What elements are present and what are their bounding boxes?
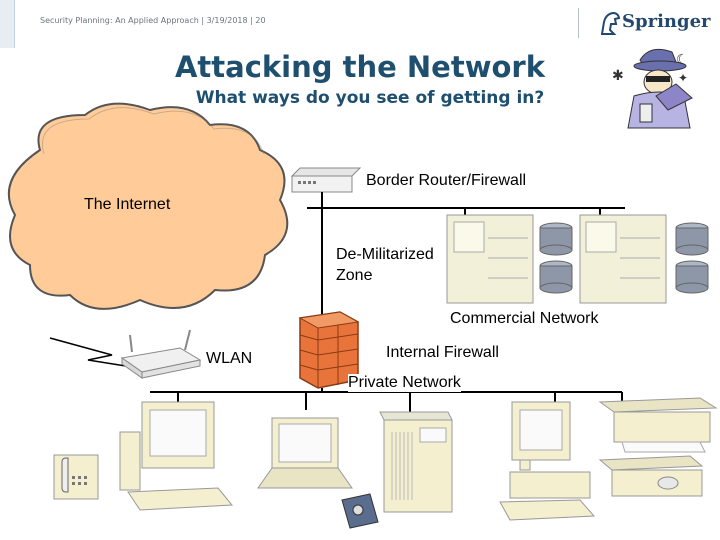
server-rack-icon (579, 214, 667, 304)
wlan-label: WLAN (206, 350, 253, 367)
database-icon (539, 222, 573, 294)
tower-server-icon (379, 411, 453, 513)
phone-icon (53, 454, 99, 500)
printer-icon (598, 397, 718, 453)
smartcard-icon (341, 493, 379, 529)
slide-title: Attacking the Network (174, 50, 546, 84)
springer-logo: Springer (622, 11, 711, 32)
desktop-computer-icon (499, 401, 596, 521)
database-icon (675, 222, 709, 294)
hacker-spy-icon: ✱ ☾ ✦ (612, 48, 693, 129)
desktop-computer-icon (119, 401, 234, 511)
border-router-label: Border Router/Firewall (366, 172, 527, 189)
internet-label: The Internet (84, 196, 171, 213)
border-router-icon (290, 167, 362, 193)
internal-firewall-label: Internal Firewall (386, 344, 499, 361)
internet-cloud (7, 102, 289, 310)
springer-horse-icon (600, 11, 621, 35)
wireless-signal-icon (49, 337, 139, 369)
header-divider (578, 8, 579, 38)
disk-drive-icon (598, 455, 704, 497)
header-meta-text: Security Planning: An Applied Approach |… (40, 16, 266, 25)
laptop-icon (257, 417, 353, 489)
private-network-label: Private Network (348, 374, 461, 392)
server-rack-icon (446, 214, 534, 304)
slide-subtitle: What ways do you see of getting in? (195, 88, 545, 108)
svg-text:✱: ✱ (612, 68, 624, 84)
svg-text:✦: ✦ (678, 71, 688, 85)
header-accent-bar (0, 0, 15, 48)
svg-text:☾: ☾ (676, 52, 689, 68)
internal-firewall-icon (298, 311, 360, 389)
commercial-network-label: Commercial Network (450, 310, 599, 327)
dmz-label: De-Militarized Zone (336, 246, 434, 284)
wlan-access-point-icon (120, 329, 202, 379)
